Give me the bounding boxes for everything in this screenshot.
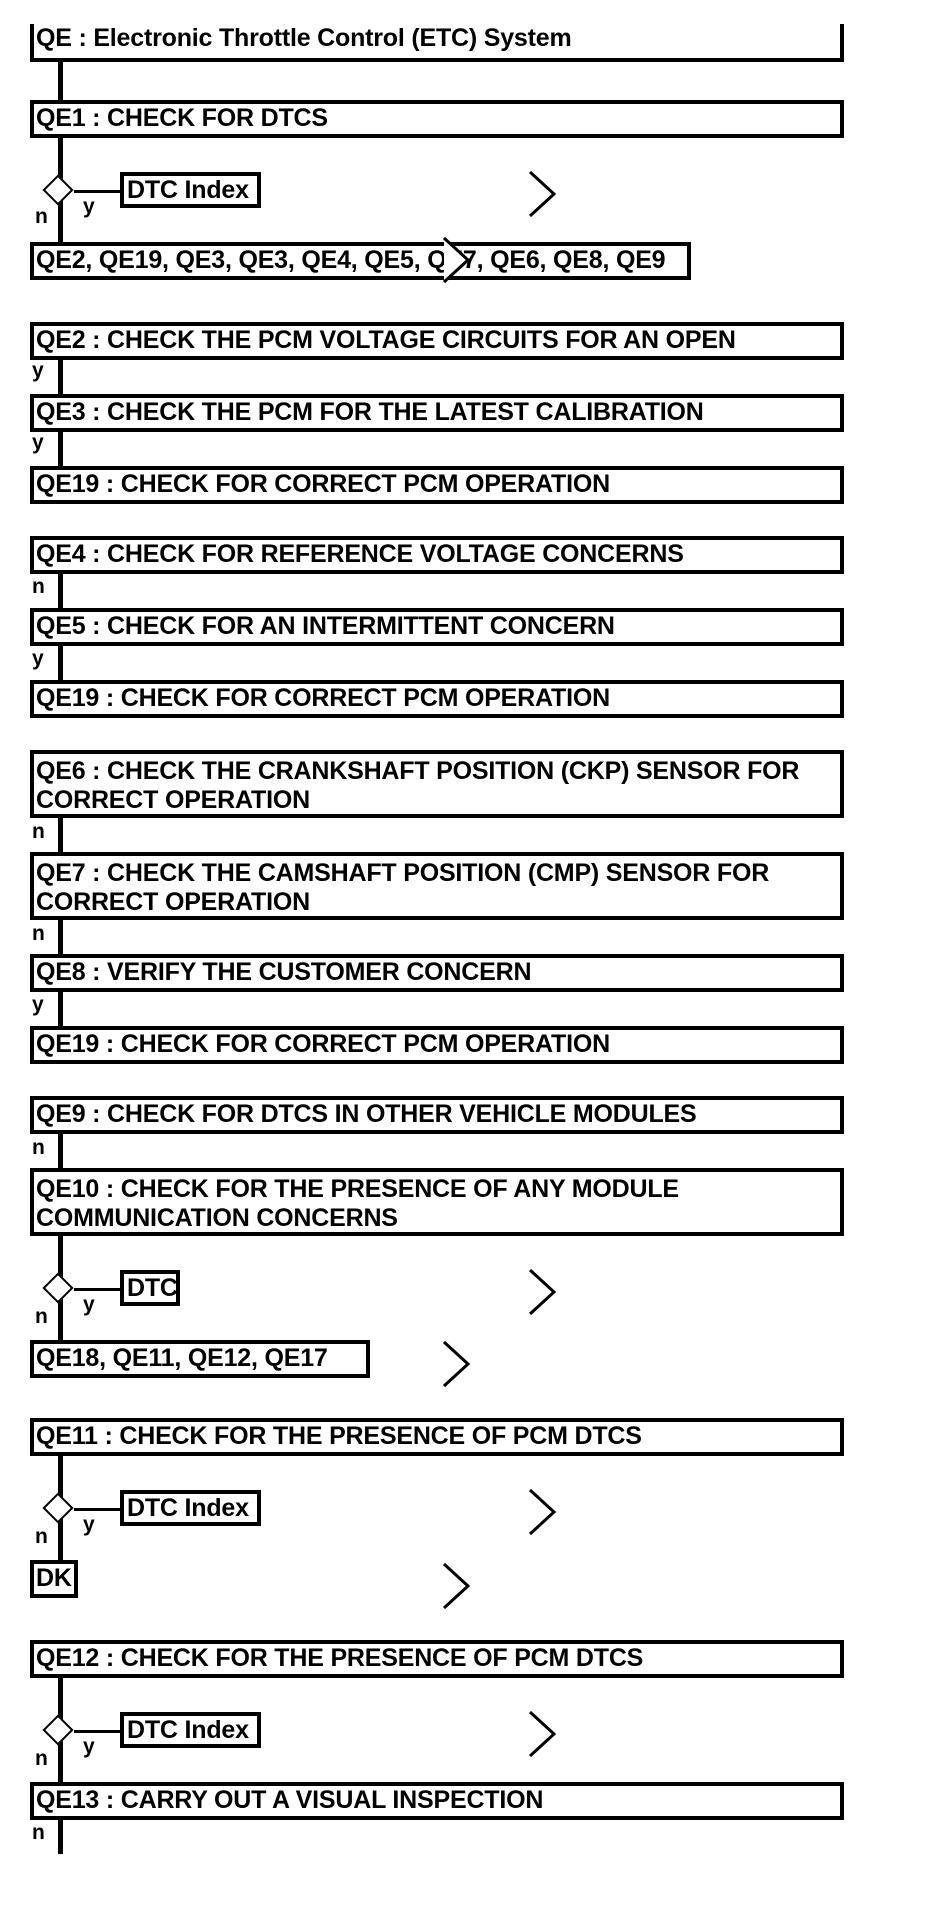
no-label: n	[32, 1821, 45, 1844]
connector-line	[74, 190, 120, 193]
chevron-right-icon[interactable]	[442, 236, 472, 284]
connector-line	[58, 992, 63, 1026]
step-qe13[interactable]: QE13 : CARRY OUT A VISUAL INSPECTION	[30, 1782, 844, 1820]
chevron-right-icon[interactable]	[442, 1340, 472, 1388]
no-label: n	[35, 205, 48, 228]
decision-diamond	[42, 1492, 74, 1524]
no-label: n	[35, 1525, 48, 1548]
connector-line	[58, 1134, 63, 1168]
dk-step[interactable]: DK	[30, 1560, 78, 1598]
dtc-index-link[interactable]: DTC Index	[120, 1712, 261, 1748]
step-qe12[interactable]: QE12 : CHECK FOR THE PRESENCE OF PCM DTC…	[30, 1640, 844, 1678]
no-label: n	[32, 820, 45, 843]
step-qe19[interactable]: QE19 : CHECK FOR CORRECT PCM OPERATION	[30, 1026, 844, 1064]
step-qe2[interactable]: QE2 : CHECK THE PCM VOLTAGE CIRCUITS FOR…	[30, 322, 844, 360]
step-qe19[interactable]: QE19 : CHECK FOR CORRECT PCM OPERATION	[30, 680, 844, 718]
step-qe4[interactable]: QE4 : CHECK FOR REFERENCE VOLTAGE CONCER…	[30, 536, 844, 574]
connector-line	[58, 1820, 63, 1854]
next-steps-qe1: QE2, QE19, QE3, QE3, QE4, QE5, QE7, QE6,…	[30, 242, 691, 280]
no-label: n	[32, 1136, 45, 1159]
no-label: n	[32, 575, 45, 598]
step-qe11[interactable]: QE11 : CHECK FOR THE PRESENCE OF PCM DTC…	[30, 1418, 844, 1456]
connector-line	[58, 360, 63, 394]
yes-label: y	[32, 359, 44, 382]
connector-line	[58, 818, 63, 852]
yes-label: y	[83, 1293, 95, 1316]
connector-line	[58, 62, 63, 100]
yes-label: y	[83, 1513, 95, 1536]
flowchart-title: QE : Electronic Throttle Control (ETC) S…	[30, 24, 844, 62]
next-steps-qe10: QE18, QE11, QE12, QE17	[30, 1340, 370, 1378]
chevron-right-icon[interactable]	[528, 1488, 558, 1536]
connector-line	[74, 1288, 120, 1291]
dtc-index-link[interactable]: DTC Index	[120, 172, 261, 208]
chevron-right-icon[interactable]	[528, 1710, 558, 1758]
connector-line	[74, 1508, 120, 1511]
yes-label: y	[83, 1735, 95, 1758]
dtc-link[interactable]: DTC	[120, 1270, 180, 1306]
no-label: n	[35, 1305, 48, 1328]
step-qe5[interactable]: QE5 : CHECK FOR AN INTERMITTENT CONCERN	[30, 608, 844, 646]
no-label: n	[35, 1747, 48, 1770]
yes-label: y	[32, 993, 44, 1016]
decision-diamond	[42, 1714, 74, 1746]
step-qe1[interactable]: QE1 : CHECK FOR DTCS	[30, 100, 844, 138]
step-qe6[interactable]: QE6 : CHECK THE CRANKSHAFT POSITION (CKP…	[30, 750, 844, 818]
step-qe9[interactable]: QE9 : CHECK FOR DTCS IN OTHER VEHICLE MO…	[30, 1096, 844, 1134]
yes-label: y	[32, 647, 44, 670]
connector-line	[58, 432, 63, 466]
connector-line	[58, 920, 63, 954]
yes-label: y	[32, 431, 44, 454]
step-qe8[interactable]: QE8 : VERIFY THE CUSTOMER CONCERN	[30, 954, 844, 992]
step-qe7[interactable]: QE7 : CHECK THE CAMSHAFT POSITION (CMP) …	[30, 852, 844, 920]
step-qe19[interactable]: QE19 : CHECK FOR CORRECT PCM OPERATION	[30, 466, 844, 504]
dtc-index-link[interactable]: DTC Index	[120, 1490, 261, 1526]
step-qe3[interactable]: QE3 : CHECK THE PCM FOR THE LATEST CALIB…	[30, 394, 844, 432]
decision-diamond	[42, 174, 74, 206]
connector-line	[58, 574, 63, 608]
step-qe10[interactable]: QE10 : CHECK FOR THE PRESENCE OF ANY MOD…	[30, 1168, 844, 1236]
chevron-right-icon[interactable]	[442, 1562, 472, 1610]
no-label: n	[32, 922, 45, 945]
chevron-right-icon[interactable]	[528, 1268, 558, 1316]
yes-label: y	[83, 195, 95, 218]
chevron-right-icon[interactable]	[528, 170, 558, 218]
decision-diamond	[42, 1272, 74, 1304]
connector-line	[58, 646, 63, 680]
connector-line	[74, 1730, 120, 1733]
